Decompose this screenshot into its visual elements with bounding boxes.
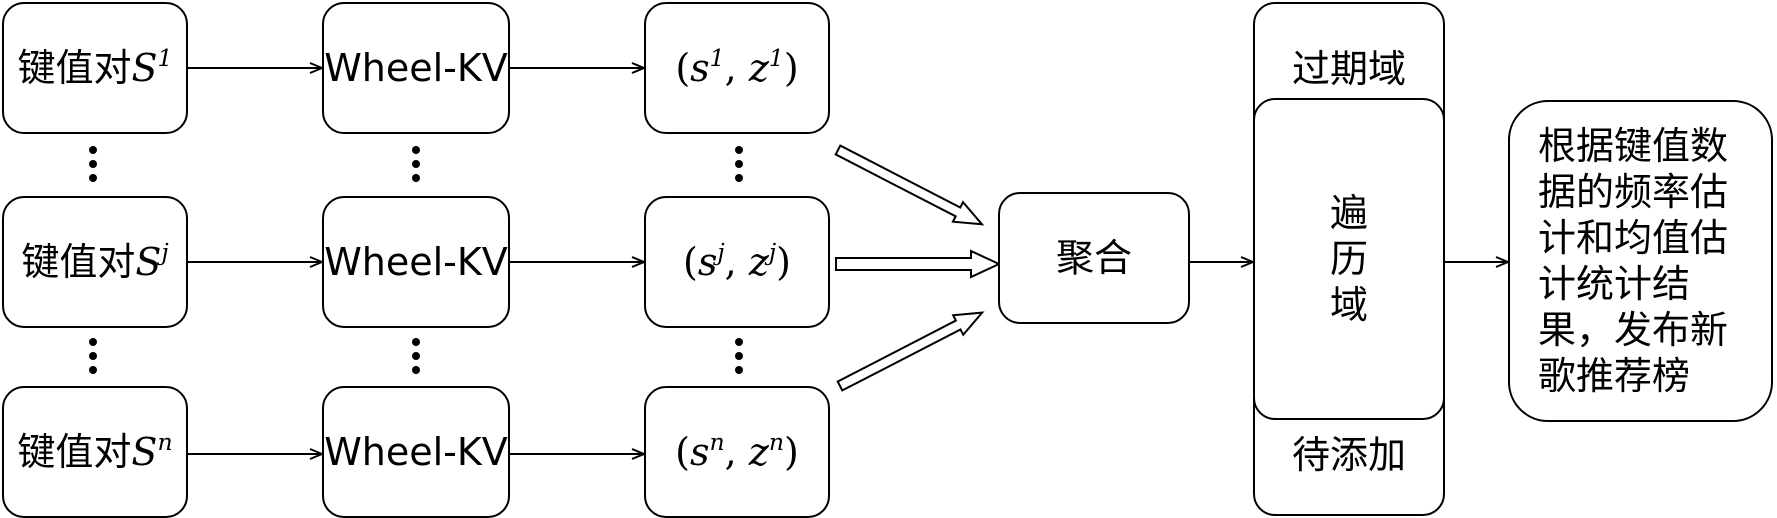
ellipsis-col3-top: [734, 146, 744, 188]
key-var: S: [131, 46, 158, 90]
pending-domain-label: 待添加: [1291, 433, 1406, 477]
key-sup: n: [157, 428, 173, 457]
key-value-box-j: 键值对Sj: [2, 196, 188, 328]
key-value-box-n: 键值对Sn: [2, 386, 188, 518]
key-var: S: [135, 240, 162, 284]
pair-s: s: [690, 46, 710, 90]
pair-z: z: [748, 240, 769, 284]
key-sup: j: [161, 238, 169, 267]
traverse-char-3: 域: [1329, 283, 1368, 327]
sz-pair-box-1: (s1, z1): [644, 2, 830, 134]
wheel-kv-box-n: Wheel-KV: [322, 386, 510, 518]
key-var: S: [131, 430, 158, 474]
expired-domain-label: 过期域: [1291, 47, 1406, 91]
wheel-kv-label: Wheel-KV: [324, 240, 508, 284]
key-label: 键值对: [17, 430, 132, 474]
wheel-kv-label: Wheel-KV: [324, 430, 508, 474]
aggregate-box: 聚合: [998, 192, 1190, 324]
block-arrow-pairn-to-aggregate: [836, 311, 985, 392]
ellipsis-col2-top: [411, 146, 421, 188]
wheel-kv-label: Wheel-KV: [324, 46, 508, 90]
sz-pair-box-n: (sn, zn): [644, 386, 830, 518]
key-label: 键值对: [17, 46, 132, 90]
result-text: 根据键值数据的频率估计和均值估计统计结果，发布新歌推荐榜: [1538, 124, 1729, 398]
pair-z-sup: j: [768, 238, 777, 267]
ellipsis-col3-bottom: [734, 338, 744, 380]
pair-s-sup: n: [709, 428, 725, 457]
pair-z-sup: n: [768, 428, 785, 457]
traverse-char-1: 遍: [1329, 191, 1368, 235]
key-value-box-1: 键值对S1: [2, 2, 188, 134]
ellipsis-col1-bottom: [88, 338, 98, 380]
pair-s-sup: 1: [709, 44, 725, 73]
key-sup: 1: [157, 44, 173, 73]
pair-z-sup: 1: [768, 44, 784, 73]
traverse-char-2: 历: [1329, 237, 1368, 281]
result-box: 根据键值数据的频率估计和均值估计统计结果，发布新歌推荐榜: [1508, 100, 1773, 422]
pair-z: z: [748, 430, 769, 474]
aggregate-label: 聚合: [1055, 236, 1132, 280]
wheel-kv-box-1: Wheel-KV: [322, 2, 510, 134]
pair-s: s: [697, 240, 718, 284]
key-label: 键值对: [21, 240, 136, 284]
pair-s: s: [689, 430, 710, 474]
block-arrow-pair1-to-aggregate: [834, 144, 985, 226]
pair-s-sup: j: [717, 238, 725, 267]
ellipsis-col2-bottom: [411, 338, 421, 380]
wheel-kv-box-j: Wheel-KV: [322, 196, 510, 328]
traverse-domain-box: 遍 历 域: [1253, 98, 1445, 420]
block-arrow-pairj-to-aggregate: [835, 249, 1002, 279]
sz-pair-box-j: (sj, zj): [644, 196, 830, 328]
pair-z: z: [748, 46, 769, 90]
ellipsis-col1-top: [88, 146, 98, 188]
